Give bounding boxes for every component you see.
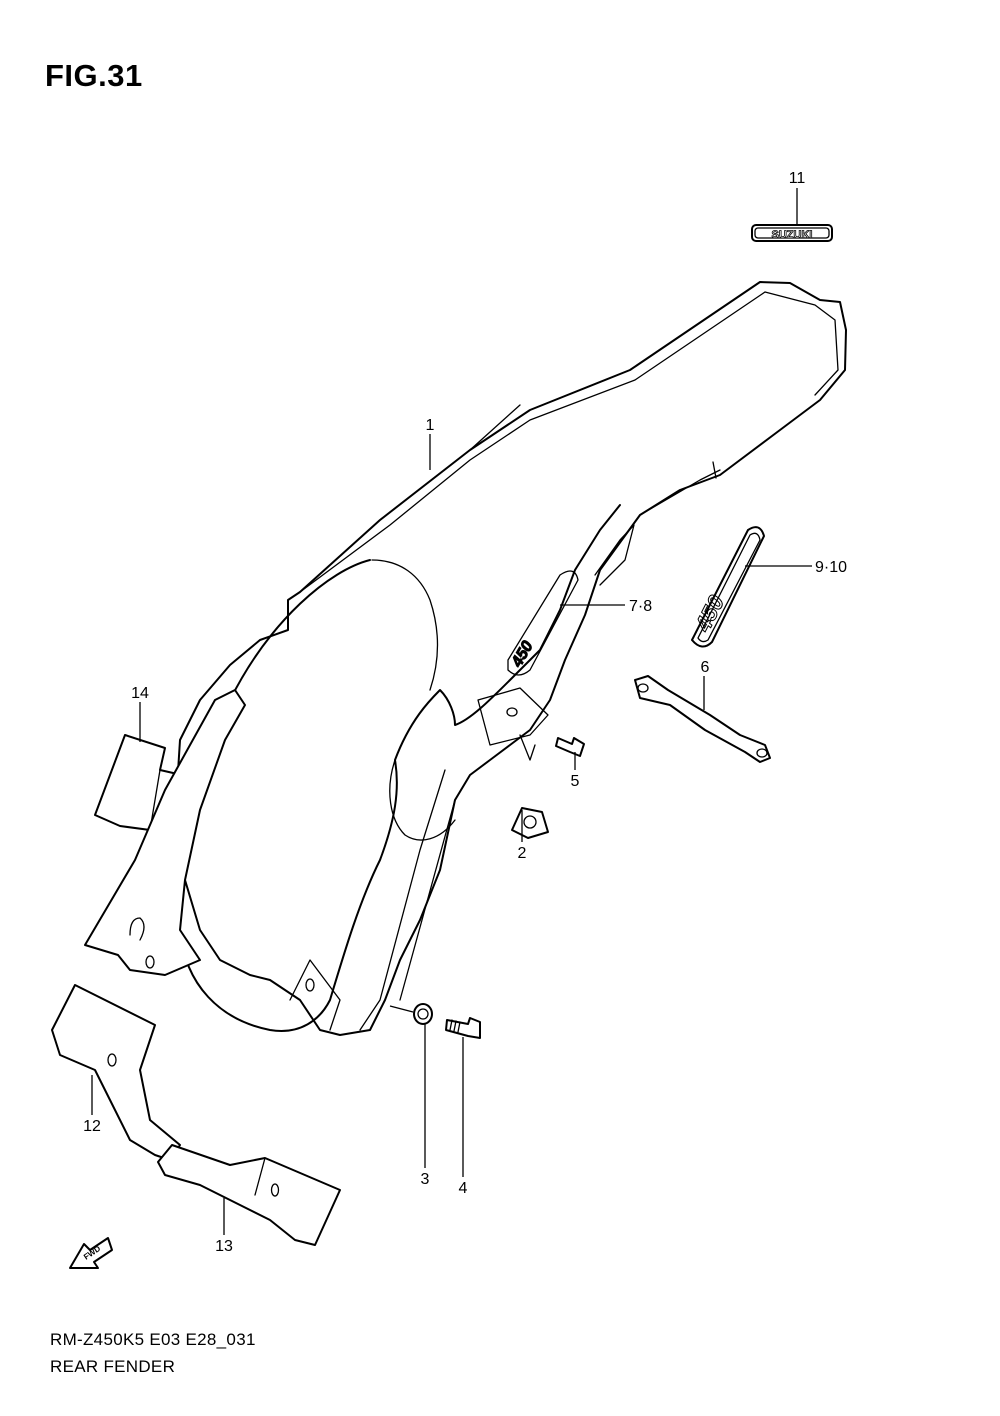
part-13-guard-plate bbox=[157, 1144, 341, 1246]
fwd-arrow-icon: FWD bbox=[69, 1237, 113, 1269]
callout-9-10: 9·10 bbox=[815, 559, 847, 576]
part-5-bolt bbox=[555, 737, 585, 757]
model-code: RM-Z450K5 E03 E28_031 bbox=[50, 1330, 256, 1349]
part-1-rear-fender: 450 bbox=[174, 281, 847, 1036]
callout-5: 5 bbox=[571, 773, 580, 790]
callout-11: 11 bbox=[789, 170, 806, 187]
callout-13: 13 bbox=[215, 1238, 233, 1255]
callout-labels: 11 1 9·10 7·8 6 14 5 2 12 3 4 13 bbox=[83, 170, 847, 1255]
part-9-10-450-decal: 450 bbox=[689, 526, 765, 648]
suzuki-logo-text: SUZUKI bbox=[772, 229, 813, 241]
callout-7-8: 7·8 bbox=[629, 598, 652, 615]
part-4-bolt bbox=[445, 1017, 481, 1039]
leader-lines bbox=[91, 188, 812, 1235]
callout-3: 3 bbox=[421, 1171, 430, 1188]
section-name: REAR FENDER bbox=[50, 1357, 176, 1376]
callout-1: 1 bbox=[426, 417, 435, 434]
left-side-guard bbox=[84, 689, 246, 976]
part-3-collar bbox=[413, 1003, 433, 1025]
callout-6: 6 bbox=[701, 659, 710, 676]
part-2-clip-nut bbox=[511, 807, 549, 839]
part-11-suzuki-emblem: SUZUKI bbox=[751, 224, 833, 242]
figure-title: FIG.31 bbox=[45, 58, 143, 93]
callout-2: 2 bbox=[518, 845, 527, 862]
part-6-bracket bbox=[634, 675, 771, 763]
callout-14: 14 bbox=[131, 685, 149, 702]
part-12-guard-plate bbox=[51, 984, 181, 1161]
callout-12: 12 bbox=[83, 1118, 101, 1135]
callout-4: 4 bbox=[459, 1180, 468, 1197]
